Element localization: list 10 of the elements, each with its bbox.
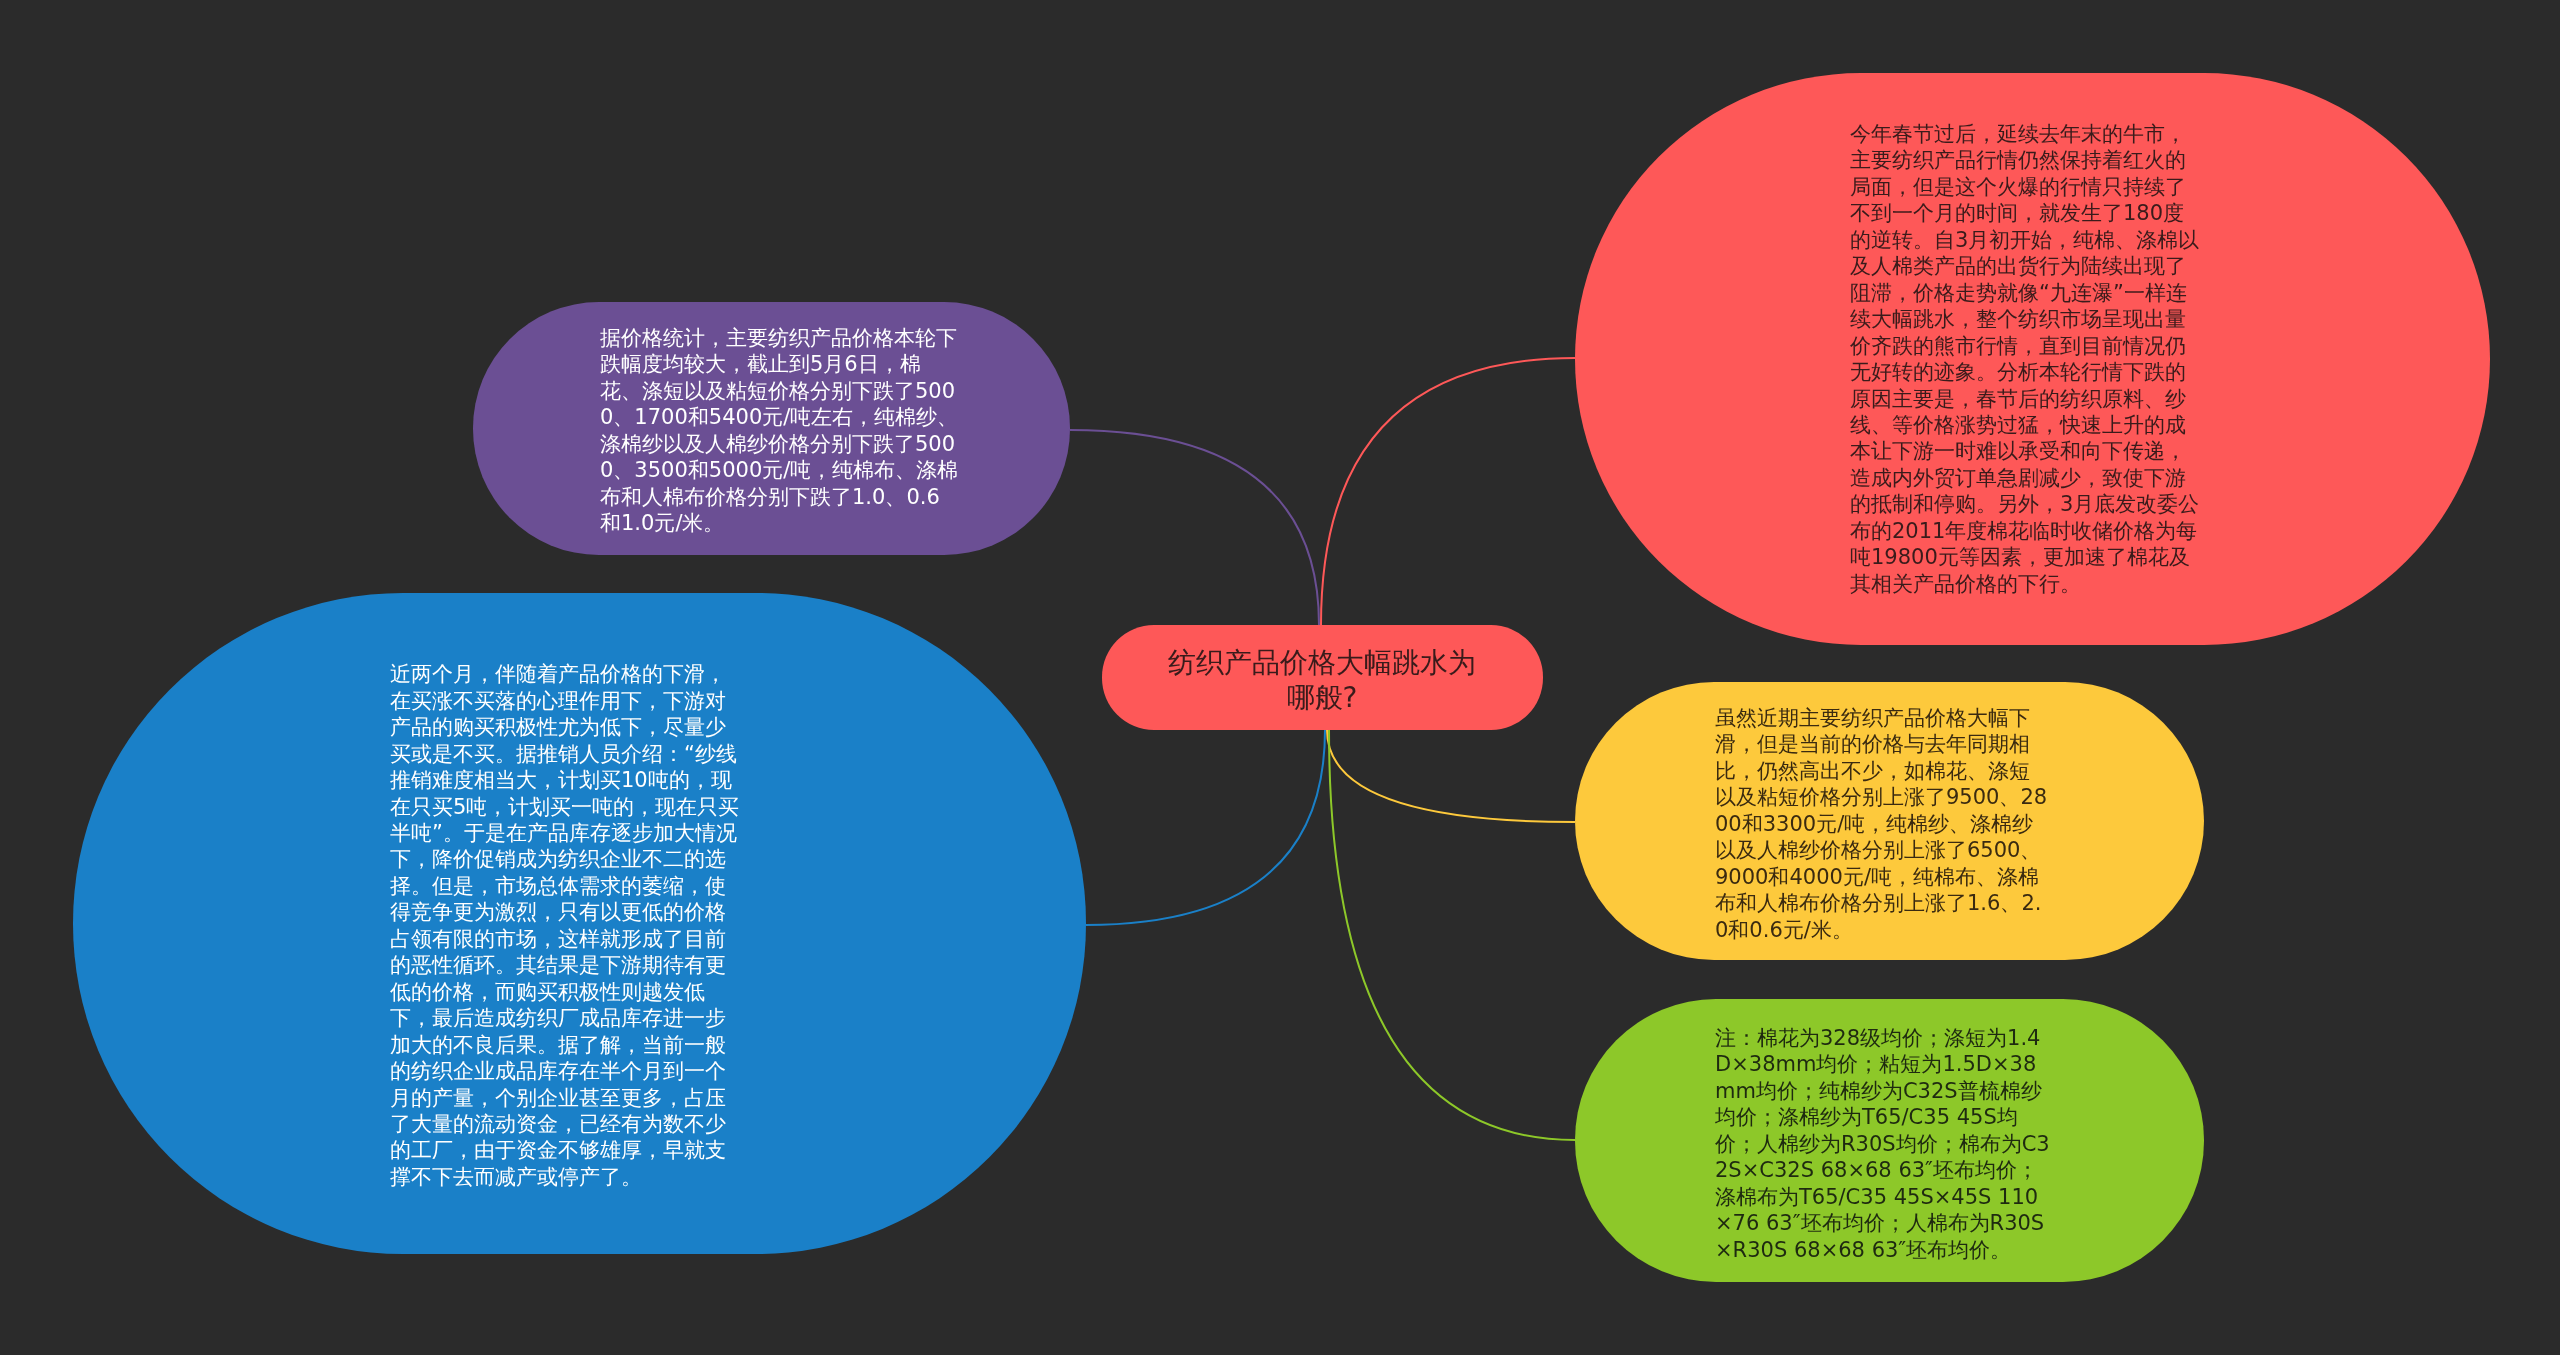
connector-line bbox=[1320, 357, 1576, 626]
topic-text: 今年春节过后，延续去年末的牛市，主要纺织产品行情仍然保持着红火的局面，但是这个火爆的行情只持续了不到一个月的时间，就发生了180度的逆转。自3月初开始，纯棉、涤棉以及人棉类产品的出货行为陆续出现了阻滞，价格走势就像“九连瀑”一样连续大幅跳水，整个纺织市场呈现出量价齐跌的熊市行情，直到目前情况仍无好转的迹象。分析本轮行情下跌的原因主要是，春节后的纺织原料、纱线、等价格涨势过猛，快速上升的成本让下游一时难以承受和向下传递，造成内外贸订单急剧减少，致使下游的抵制和停购。另外，3月底发改委公布的2011年度棉花临时收储价格为每吨19800元等因素，更加速了棉花及其相关产品价格的下行。 bbox=[1850, 121, 2201, 598]
central-topic-text: 纺织产品价格大幅跳水为哪般? bbox=[1167, 644, 1477, 716]
topic-text: 近两个月，伴随着产品价格的下滑，在买涨不买落的心理作用下，下游对产品的购买积极性尤为低下，尽量少买或是不买。据推销人员介绍：“纱线推销难度相当大，计划买10吨的，现在只买5吨，计划买一吨的，现在只买半吨”。于是在产品库存逐步加大情况下，降价促销成为纺织企业不二的选择。但是，市场总体需求的萎缩，使得竞争更为激烈，只有以更低的价格占领有限的市场，这样就形成了目前的恶性循环。其结果是下游期待有更低的价格，而购买积极性则越发低下，最后造成纺织厂成品库存进一步加大的不良后果。据了解，当前一般的纺织企业成品库存在半个月到一个月的产量，个别企业甚至更多，占压了大量的流动资金，已经有为数不少的工厂，由于资金不够雄厚，早就支撑不下去而减产或停产了。 bbox=[390, 661, 740, 1191]
topic-text: 虽然近期主要纺织产品价格大幅下滑，但是当前的价格与去年同期相比，仍然高出不少，如棉花、涤短以及粘短价格分别上涨了9500、2800和3300元/吨，纯棉纱、涤棉纱以及人棉纱价格分别上涨了6500、9000和4000元/吨，纯棉布、涤棉布和人棉布价格分别上涨了1.6、2.0和0.6元/米。 bbox=[1715, 705, 2049, 944]
connector-line bbox=[1085, 729, 1326, 926]
connector-line bbox=[1069, 429, 1320, 626]
connector-line bbox=[1326, 729, 1576, 823]
topic-text: 注：棉花为328级均价；涤短为1.4D×38mm均价；粘短为1.5D×38mm均价；纯棉纱为C32S普梳棉纱均价；涤棉纱为T65/C35 45S均价；人棉纱为R30S均价；棉布为C32S×C32S 68×68 63″坯布均价；涤棉布为T65/C35 45S×45S 110×76 63″坯布均价；人棉布为R30S×R30S 68×68 63″坯布均价。 bbox=[1715, 1025, 2050, 1264]
topic-text: 据价格统计，主要纺织产品价格本轮下跌幅度均较大，截止到5月6日，棉花、涤短以及粘短价格分别下跌了5000、1700和5400元/吨左右，纯棉纱、涤棉纱以及人棉纱价格分别下跌了5000、3500和5000元/吨，纯棉布、涤棉布和人棉布价格分别下跌了1.0、0.6和1.0元/米。 bbox=[600, 325, 960, 537]
